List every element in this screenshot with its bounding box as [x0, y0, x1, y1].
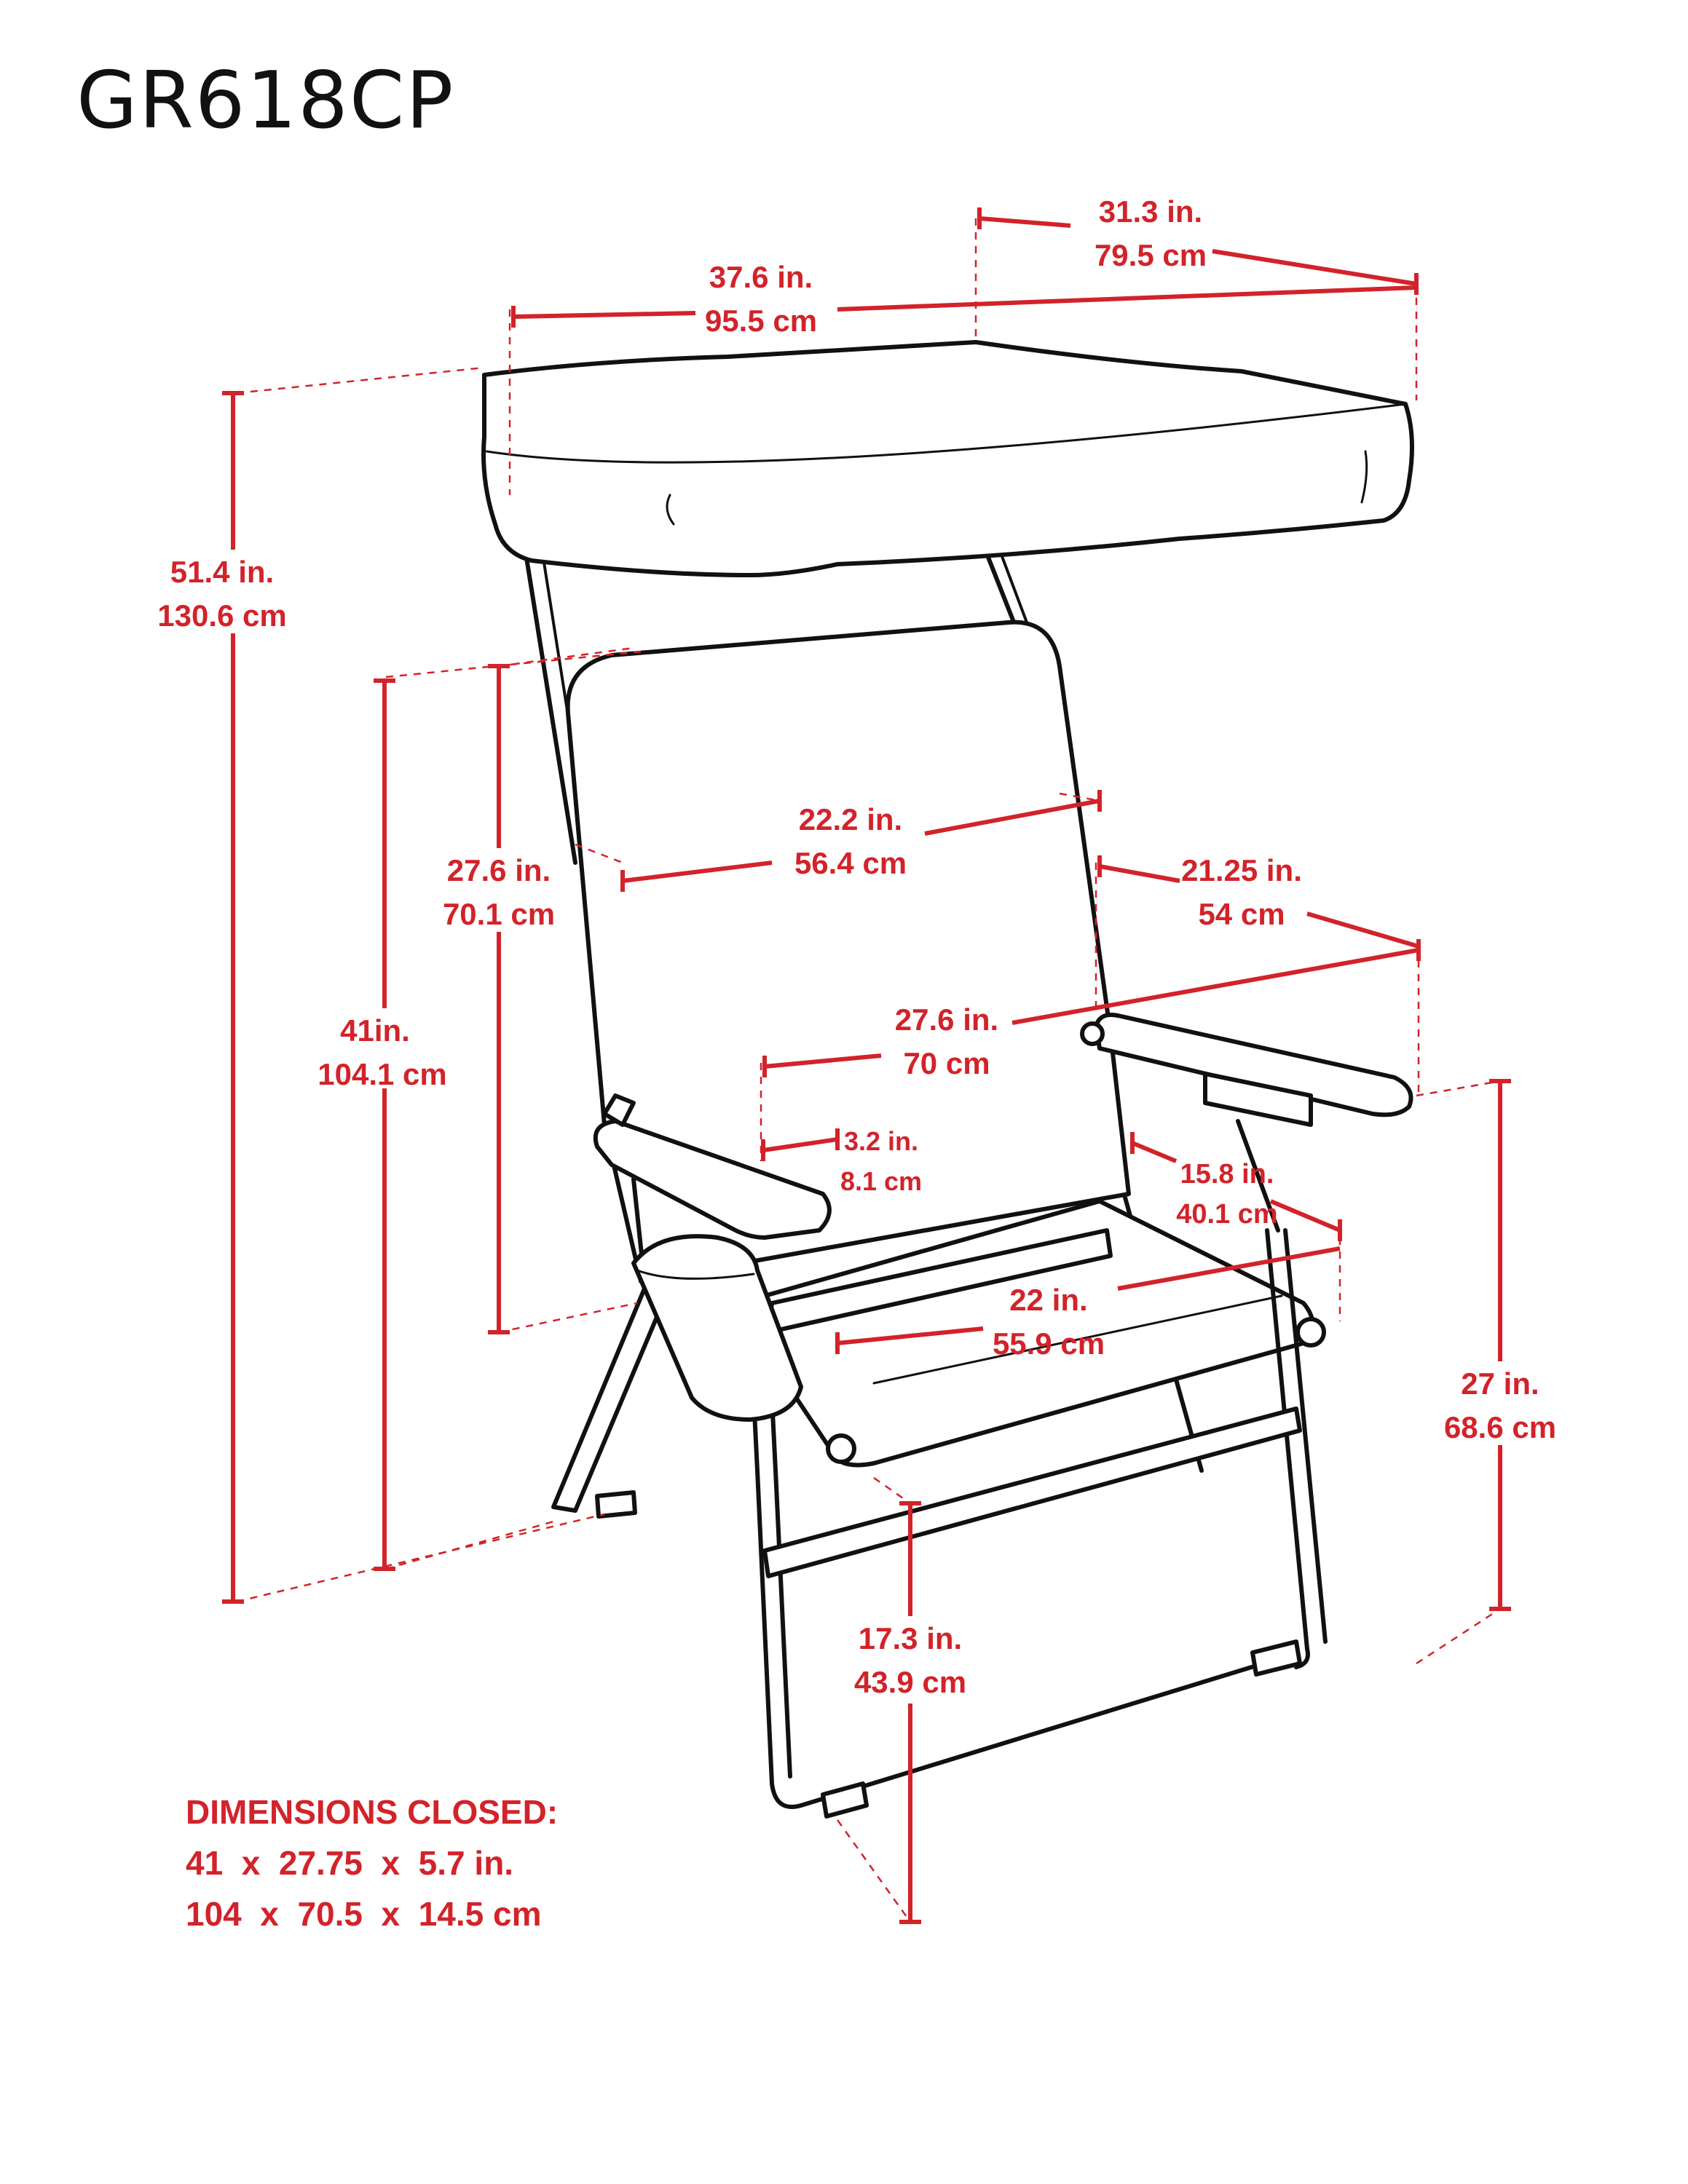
- cup-holder-rim: [636, 1269, 755, 1280]
- armrest-width-metric: 8.1 cm: [840, 1166, 922, 1196]
- seat-width-imperial: 22 in.: [1009, 1283, 1087, 1317]
- canopy-pole-left: [524, 551, 577, 865]
- overall-height-imperial: 51.4 in.: [170, 555, 274, 589]
- seat-width-metric: 55.9 cm: [993, 1326, 1105, 1361]
- armrest-left: [593, 1119, 832, 1240]
- front-frame-left-inner: [770, 1396, 792, 1779]
- width-imperial: 27.6 in.: [895, 1002, 998, 1037]
- depth-metric: 54 cm: [1198, 897, 1285, 931]
- armrest-right-bracket: [1203, 1072, 1313, 1127]
- canopy: [481, 340, 1414, 577]
- seat-depth-metric: 40.1 cm: [1176, 1199, 1277, 1230]
- backrest-height-imperial: 27.6 in.: [447, 853, 551, 887]
- front-foot-left: [821, 1781, 869, 1819]
- rear-leg-left: [551, 1286, 665, 1513]
- canopy-width-metric: 95.5 cm: [705, 304, 817, 338]
- rear-foot-left: [595, 1490, 637, 1519]
- armrest-right-support: [1236, 1119, 1280, 1233]
- front-foot-right: [1250, 1639, 1302, 1677]
- seat-depth-imperial: 15.8 in.: [1180, 1159, 1274, 1190]
- front-frame-right-inner: [1283, 1228, 1328, 1644]
- canopy-width-imperial: 37.6 in.: [709, 260, 813, 294]
- cup-holder: [631, 1234, 803, 1422]
- closed-metric: 104 x 70.5 x 14.5 cm: [186, 1895, 541, 1933]
- product-title: GR618CP: [76, 55, 455, 146]
- seat-rail-end-front: [826, 1433, 856, 1464]
- seat-fold: [872, 1294, 1283, 1385]
- armrest-height-metric: 68.6 cm: [1444, 1410, 1556, 1444]
- dimension-labels: 31.3 in. 79.5 cm 37.6 in. 95.5 cm 51.4 i…: [157, 194, 1556, 1699]
- width-metric: 70 cm: [903, 1046, 990, 1080]
- armrest-height-imperial: 27 in.: [1461, 1366, 1539, 1401]
- seat-height-metric: 43.9 cm: [854, 1665, 966, 1699]
- extension-lines: [236, 218, 1501, 1923]
- chair-backrest: [565, 620, 1131, 1283]
- crossbar-lower: [762, 1406, 1302, 1578]
- depth-imperial: 21.25 in.: [1181, 853, 1302, 887]
- closed-dimensions: DIMENSIONS CLOSED: 41 x 27.75 x 5.7 in. …: [186, 1793, 558, 1933]
- backrest-width-imperial: 22.2 in.: [799, 802, 902, 836]
- armrest-right: [1094, 1013, 1413, 1117]
- closed-imperial: 41 x 27.75 x 5.7 in.: [186, 1844, 513, 1882]
- seat-rail-end: [1295, 1317, 1326, 1348]
- armrest-width-imperial: 3.2 in.: [844, 1126, 918, 1156]
- overall-height-metric: 130.6 cm: [157, 598, 286, 633]
- backrest-height-metric: 70.1 cm: [443, 897, 555, 931]
- armrest-right-pivot: [1080, 1021, 1105, 1046]
- chair-drawing: [481, 340, 1414, 1819]
- canopy-seam: [485, 403, 1407, 464]
- dimension-lines: [222, 207, 1511, 1924]
- canopy-wrinkle-right: [1360, 450, 1368, 504]
- canopy-wrinkle: [666, 494, 675, 526]
- canopy-depth-metric: 79.5 cm: [1095, 238, 1207, 272]
- chair-height-imperial: 41in.: [340, 1013, 410, 1048]
- canopy-depth-imperial: 31.3 in.: [1099, 194, 1202, 229]
- front-frame-right: [1265, 1228, 1310, 1669]
- seat-height-imperial: 17.3 in.: [859, 1621, 962, 1655]
- backrest-width-metric: 56.4 cm: [794, 846, 907, 880]
- chair-height-metric: 104.1 cm: [318, 1057, 446, 1091]
- front-frame-left: [752, 1396, 1266, 1809]
- closed-heading: DIMENSIONS CLOSED:: [186, 1793, 558, 1831]
- armrest-left-pivot: [602, 1093, 636, 1127]
